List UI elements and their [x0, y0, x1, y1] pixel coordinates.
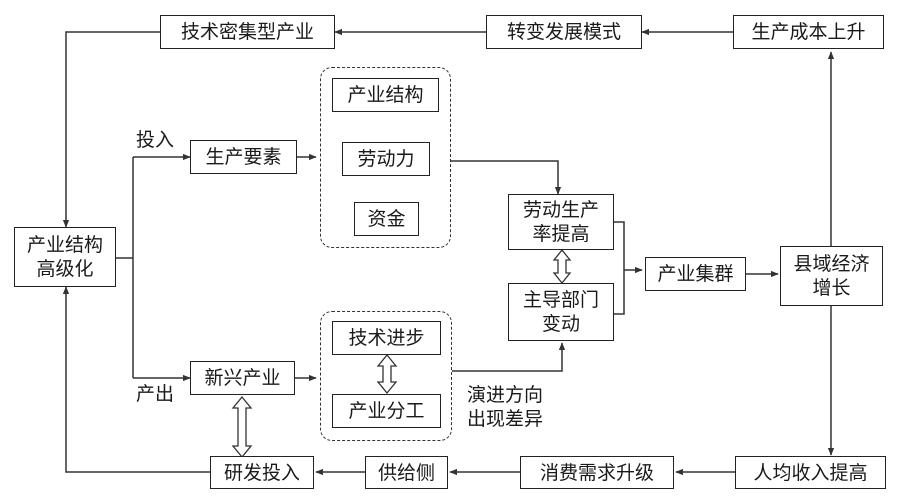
- node-transform-development-mode: 转变发展模式: [486, 15, 642, 49]
- double-arrow-emerging-rnd: [231, 395, 253, 459]
- edge-group-to-productivity: [451, 160, 562, 195]
- node-production-factors: 生产要素: [190, 140, 297, 174]
- node-labor: 劳动力: [342, 142, 430, 176]
- edge-tech-intensive-to-upgrade: [62, 31, 160, 228]
- label-evolution-difference: 演进方向 出现差异: [467, 384, 544, 430]
- node-industrial-structure: 产业结构: [332, 78, 439, 112]
- node-rnd-investment: 研发投入: [210, 456, 314, 489]
- double-arrow-productivity-leading: [552, 248, 572, 285]
- node-leading-sector-change: 主导部门 变动: [508, 283, 614, 341]
- double-arrow-tech-division: [376, 353, 398, 395]
- group-tech: [320, 311, 452, 441]
- node-capital: 资金: [354, 202, 419, 236]
- node-industrial-division: 产业分工: [332, 394, 441, 428]
- group-factors: [320, 67, 451, 248]
- node-structure-upgrade: 产业结构 高级化: [14, 227, 116, 287]
- node-industrial-cluster: 产业集群: [645, 257, 746, 291]
- node-labor-productivity: 劳动生产 率提高: [508, 194, 614, 250]
- label-input: 投入: [136, 129, 175, 151]
- node-production-cost-rise: 生产成本上升: [733, 15, 884, 49]
- node-tech-progress: 技术进步: [332, 321, 441, 355]
- node-income-rise: 人均收入提高: [735, 456, 886, 489]
- edge-rnd-to-upgrade: [62, 286, 210, 473]
- node-emerging-industry: 新兴产业: [190, 361, 295, 395]
- label-output: 产出: [136, 383, 175, 405]
- node-tech-intensive-industry: 技术密集型产业: [160, 15, 335, 49]
- node-consumption-upgrade: 消费需求升级: [520, 456, 674, 489]
- node-supply-side: 供给侧: [365, 456, 448, 489]
- node-county-economy-growth: 县域经济 增长: [780, 246, 883, 306]
- edge-productivity-bracket: [614, 221, 625, 315]
- edge-group-to-leading: [452, 342, 566, 372]
